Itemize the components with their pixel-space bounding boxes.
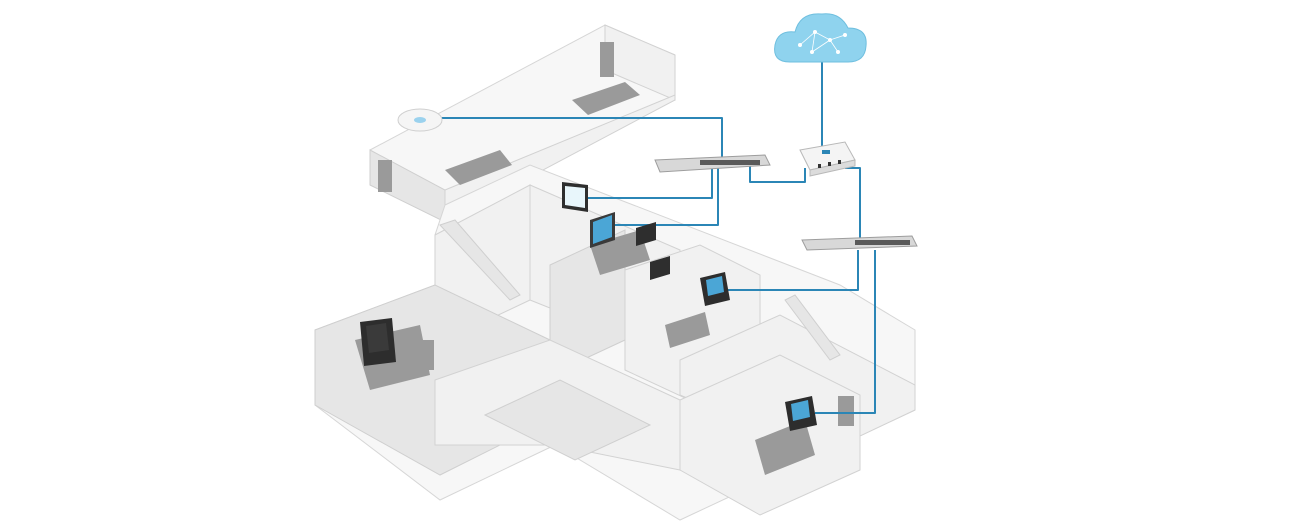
computer-monitor-icon [636,222,656,246]
wifi-access-point-icon [397,108,443,132]
cable-switch-to-office-phone [725,250,859,291]
office-desk-icon [665,312,710,348]
cable-switch-to-lounge-phone [815,250,876,414]
desk-phone-icon [700,272,730,306]
desk-phone-icon [360,318,396,366]
network-cables [440,60,876,414]
network-switch-icon [801,235,918,251]
shelf-icon [378,160,392,192]
network-switch-icon [654,154,771,173]
lounge-sofa-icon [572,82,640,115]
cable-switch-to-wall-display [578,168,713,199]
computer-monitor-icon [590,212,615,248]
shelf-icon [420,340,434,370]
desk-phone-icon [785,396,817,431]
cable-gateway-to-switch-top [749,165,806,183]
shelf-icon [838,396,854,426]
shelf-icon [600,42,614,77]
cable-switch-to-access-point [440,117,723,160]
computer-monitor-icon [650,256,670,280]
cable-gateway-to-switch-bottom [845,167,861,240]
cloud-icon [774,13,867,63]
lounge-table-icon [755,420,815,475]
gateway-router-icon [799,141,856,177]
staircase [439,219,841,361]
lounge-sofa-icon [445,150,512,185]
touch-display-icon [562,182,588,212]
